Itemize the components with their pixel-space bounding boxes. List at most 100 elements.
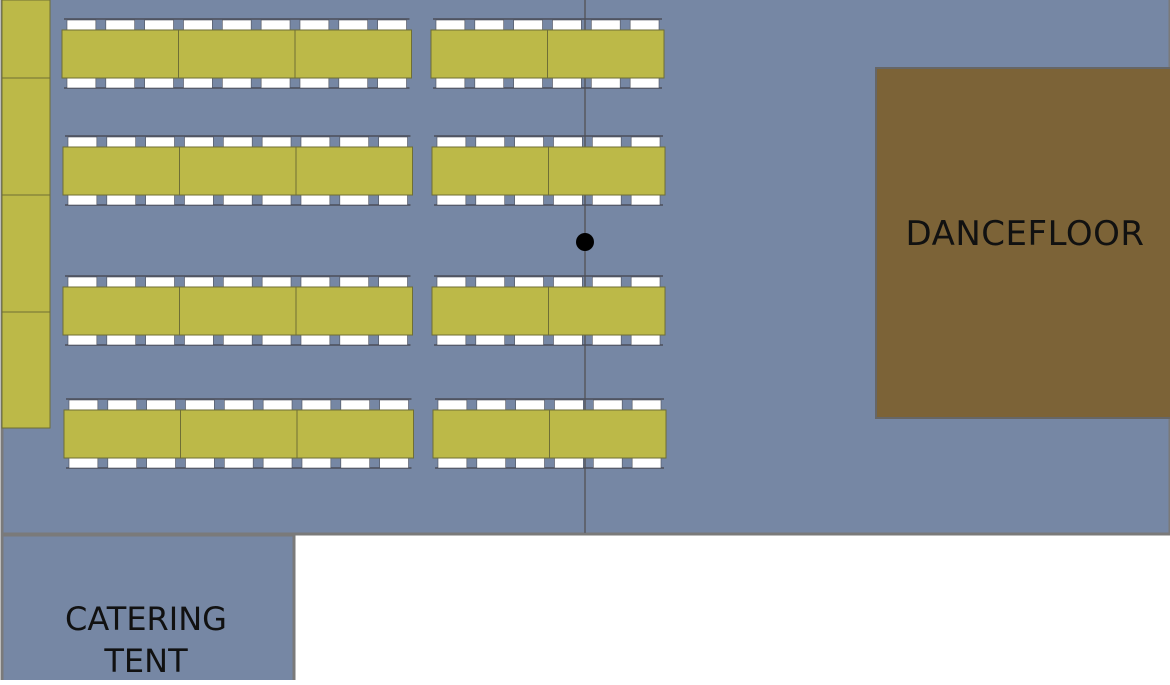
dancefloor-label: DANCEFLOOR xyxy=(905,214,1145,254)
banquet-table xyxy=(431,146,549,196)
dancefloor xyxy=(875,67,1170,419)
chair xyxy=(184,334,214,346)
chair xyxy=(629,19,660,31)
banquet-table xyxy=(179,146,297,196)
head-table-segment xyxy=(1,0,51,79)
chair xyxy=(107,399,137,411)
chair xyxy=(301,457,332,469)
chair xyxy=(106,136,136,148)
banquet-table xyxy=(180,409,298,459)
chair xyxy=(145,276,175,288)
chair xyxy=(223,136,253,148)
chair xyxy=(261,136,292,148)
chair xyxy=(476,399,506,411)
chair xyxy=(301,399,332,411)
chair xyxy=(300,136,331,148)
chair xyxy=(105,19,135,31)
chair xyxy=(67,136,98,148)
chair xyxy=(146,399,176,411)
chair xyxy=(515,399,545,411)
chair xyxy=(552,77,582,89)
chair xyxy=(68,457,99,469)
chair xyxy=(436,276,467,288)
chair xyxy=(299,77,330,89)
chair xyxy=(476,457,506,469)
chair xyxy=(630,334,661,346)
chair xyxy=(145,194,175,206)
chair xyxy=(223,334,253,346)
banquet-table xyxy=(432,409,550,459)
chair xyxy=(224,399,254,411)
head-table-segment xyxy=(1,77,51,196)
chair xyxy=(379,457,409,469)
chair xyxy=(185,399,215,411)
chair xyxy=(378,194,408,206)
chair xyxy=(435,77,466,89)
chair xyxy=(379,399,409,411)
chair xyxy=(300,334,331,346)
banquet-table xyxy=(547,29,665,79)
chair xyxy=(630,276,661,288)
chair xyxy=(146,457,176,469)
chair xyxy=(513,19,543,31)
chair xyxy=(553,136,583,148)
chair xyxy=(378,136,408,148)
chair xyxy=(630,194,661,206)
banquet-table xyxy=(178,29,296,79)
chair xyxy=(553,334,583,346)
chair xyxy=(339,276,369,288)
chair xyxy=(378,276,408,288)
chair xyxy=(475,334,505,346)
chair xyxy=(144,19,174,31)
chair xyxy=(338,77,368,89)
chair xyxy=(436,194,467,206)
chair xyxy=(554,457,584,469)
chair xyxy=(66,19,97,31)
chair xyxy=(300,276,331,288)
banquet-table xyxy=(62,146,180,196)
chair xyxy=(514,334,544,346)
chair xyxy=(106,194,136,206)
chair xyxy=(66,77,97,89)
chair xyxy=(436,334,467,346)
chair xyxy=(184,136,214,148)
chair xyxy=(261,194,292,206)
banquet-table xyxy=(295,146,413,196)
catering-tent-label-line1: CATERING xyxy=(65,600,227,638)
banquet-table xyxy=(549,409,667,459)
chair xyxy=(592,194,622,206)
chair xyxy=(475,194,505,206)
chair xyxy=(67,334,98,346)
chair xyxy=(67,276,98,288)
chair xyxy=(224,457,254,469)
banquet-table xyxy=(294,29,412,79)
chair xyxy=(515,457,545,469)
chair xyxy=(474,19,504,31)
chair xyxy=(553,276,583,288)
chair xyxy=(591,19,621,31)
chair xyxy=(630,136,661,148)
catering-tent-label: CATERING TENT xyxy=(3,598,289,682)
chair xyxy=(184,194,214,206)
chair xyxy=(339,194,369,206)
chair xyxy=(377,77,407,89)
chair xyxy=(436,136,467,148)
chair xyxy=(513,77,543,89)
chair xyxy=(223,194,253,206)
chair xyxy=(339,334,369,346)
chair xyxy=(514,194,544,206)
chair xyxy=(183,19,213,31)
chair xyxy=(260,19,291,31)
chair xyxy=(475,276,505,288)
chair xyxy=(299,19,330,31)
chair xyxy=(261,276,292,288)
banquet-table xyxy=(62,286,180,336)
chair xyxy=(262,399,293,411)
chair xyxy=(106,276,136,288)
head-table-segment xyxy=(1,311,51,429)
chair xyxy=(144,77,174,89)
chair xyxy=(437,457,468,469)
chair xyxy=(145,136,175,148)
chair xyxy=(340,457,370,469)
